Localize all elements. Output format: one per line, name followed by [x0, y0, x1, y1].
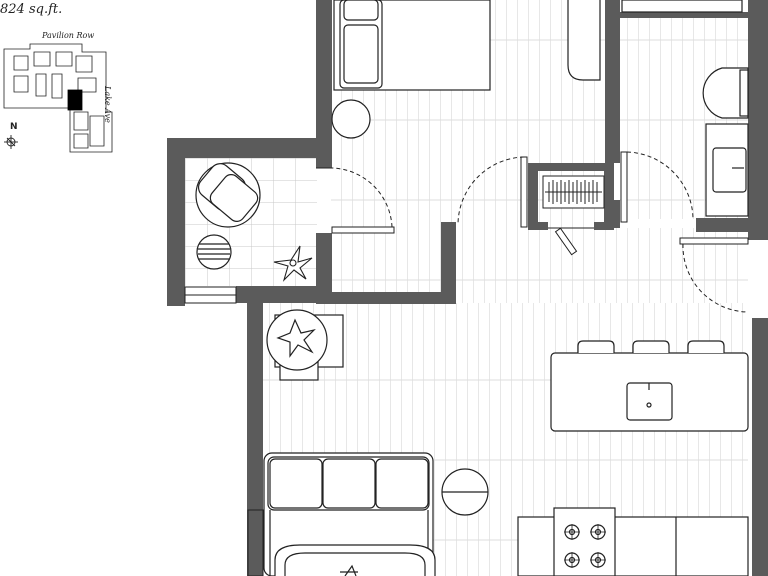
street-label-top: Pavilion Row: [42, 31, 95, 40]
doors: [316, 151, 749, 313]
north-label: N: [10, 122, 18, 132]
balcony-door: [316, 167, 395, 234]
closet-door: [548, 227, 594, 256]
compass-icon: [4, 135, 18, 149]
wall-bedroom-west-lower: [316, 233, 332, 300]
wall-balcony-west: [167, 138, 185, 306]
wall-bath-west-lower: [605, 200, 620, 228]
wall-bath-east: [748, 0, 768, 240]
street-label-side: Lake Ave: [103, 86, 112, 123]
wall-balcony-top: [167, 138, 332, 158]
bar-stools: [577, 340, 725, 353]
wall-bedroom-south: [316, 292, 456, 304]
toilet: [702, 67, 749, 119]
balcony-railing: [184, 286, 264, 576]
wall-bedroom-west: [316, 0, 332, 168]
bed: [333, 0, 491, 91]
wall-closet-top: [528, 163, 614, 171]
wardrobe: [567, 0, 601, 81]
closet-rack: [542, 175, 605, 209]
armchair-plant: [266, 309, 344, 381]
range-stove: [517, 507, 749, 576]
balcony-plant: [273, 245, 313, 282]
wall-balcony-bottom: [167, 286, 185, 306]
balcony-side-table: [196, 234, 232, 270]
nightstand-lamp: [331, 99, 371, 139]
vanity-sink: [705, 123, 749, 217]
bathtub: [621, 0, 743, 13]
wall-east: [752, 318, 768, 576]
wall-closet-west: [528, 163, 538, 228]
kitchen-island: [550, 352, 749, 432]
living-lamp: [441, 468, 489, 516]
wall-closet-bottom-left: [528, 222, 548, 230]
unit-area-label: 824 sq.ft.: [0, 2, 63, 17]
wall-closet-east: [604, 163, 614, 228]
coffee-table: [274, 544, 436, 576]
wall-bath-west: [605, 0, 620, 163]
balcony-chair: [195, 162, 261, 228]
wall-bath-top: [605, 12, 748, 18]
wall-living-west: [247, 286, 263, 576]
bedroom-door: [457, 156, 528, 228]
burners: [564, 524, 606, 568]
wall-bedroom-east: [441, 222, 456, 304]
bathroom-door: [620, 151, 694, 223]
walls: [167, 0, 768, 576]
key-plan-unit-highlight: [67, 89, 83, 111]
wall-bath-south: [696, 218, 768, 232]
wall-closet-bottom-right: [594, 222, 614, 230]
key-plan: [3, 43, 113, 153]
hall-door: [679, 237, 749, 313]
